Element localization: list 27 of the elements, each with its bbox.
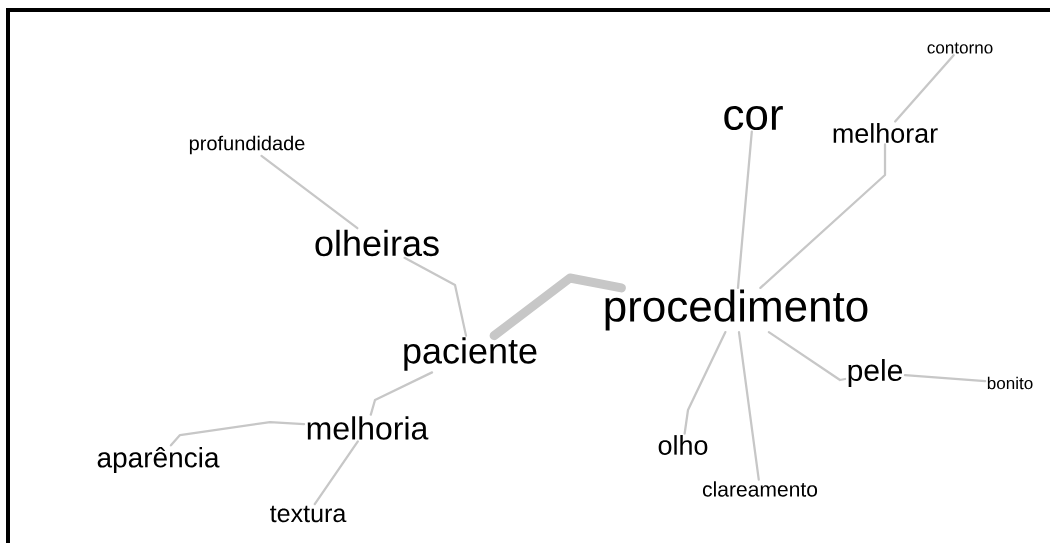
word-label: melhorar	[833, 123, 938, 143]
link-line	[683, 330, 727, 435]
word-label: textura	[270, 505, 347, 523]
word-label: olheiras	[315, 229, 439, 257]
word-label: pele	[848, 359, 902, 387]
link-line	[903, 374, 987, 383]
word-label: melhoria	[307, 416, 429, 440]
word-label: paciente	[404, 337, 537, 371]
word-label: cor	[724, 105, 783, 131]
link-line	[759, 143, 887, 290]
link-line	[369, 371, 434, 416]
word-label: olho	[658, 435, 708, 455]
word-label: clareamento	[702, 481, 818, 497]
link-line	[260, 154, 359, 230]
link-line	[403, 256, 468, 337]
word-label: contorno	[927, 42, 993, 54]
word-label: profundidade	[189, 135, 305, 155]
word-label: aparência	[97, 446, 220, 474]
link-line	[737, 330, 760, 481]
word-label: bonito	[987, 376, 1033, 390]
word-label: procedimento	[605, 289, 868, 331]
link-line	[169, 420, 306, 447]
link-line	[313, 440, 359, 506]
link-line	[736, 130, 753, 290]
link-line	[894, 54, 955, 123]
link-line	[489, 273, 626, 341]
link-line	[767, 330, 847, 382]
